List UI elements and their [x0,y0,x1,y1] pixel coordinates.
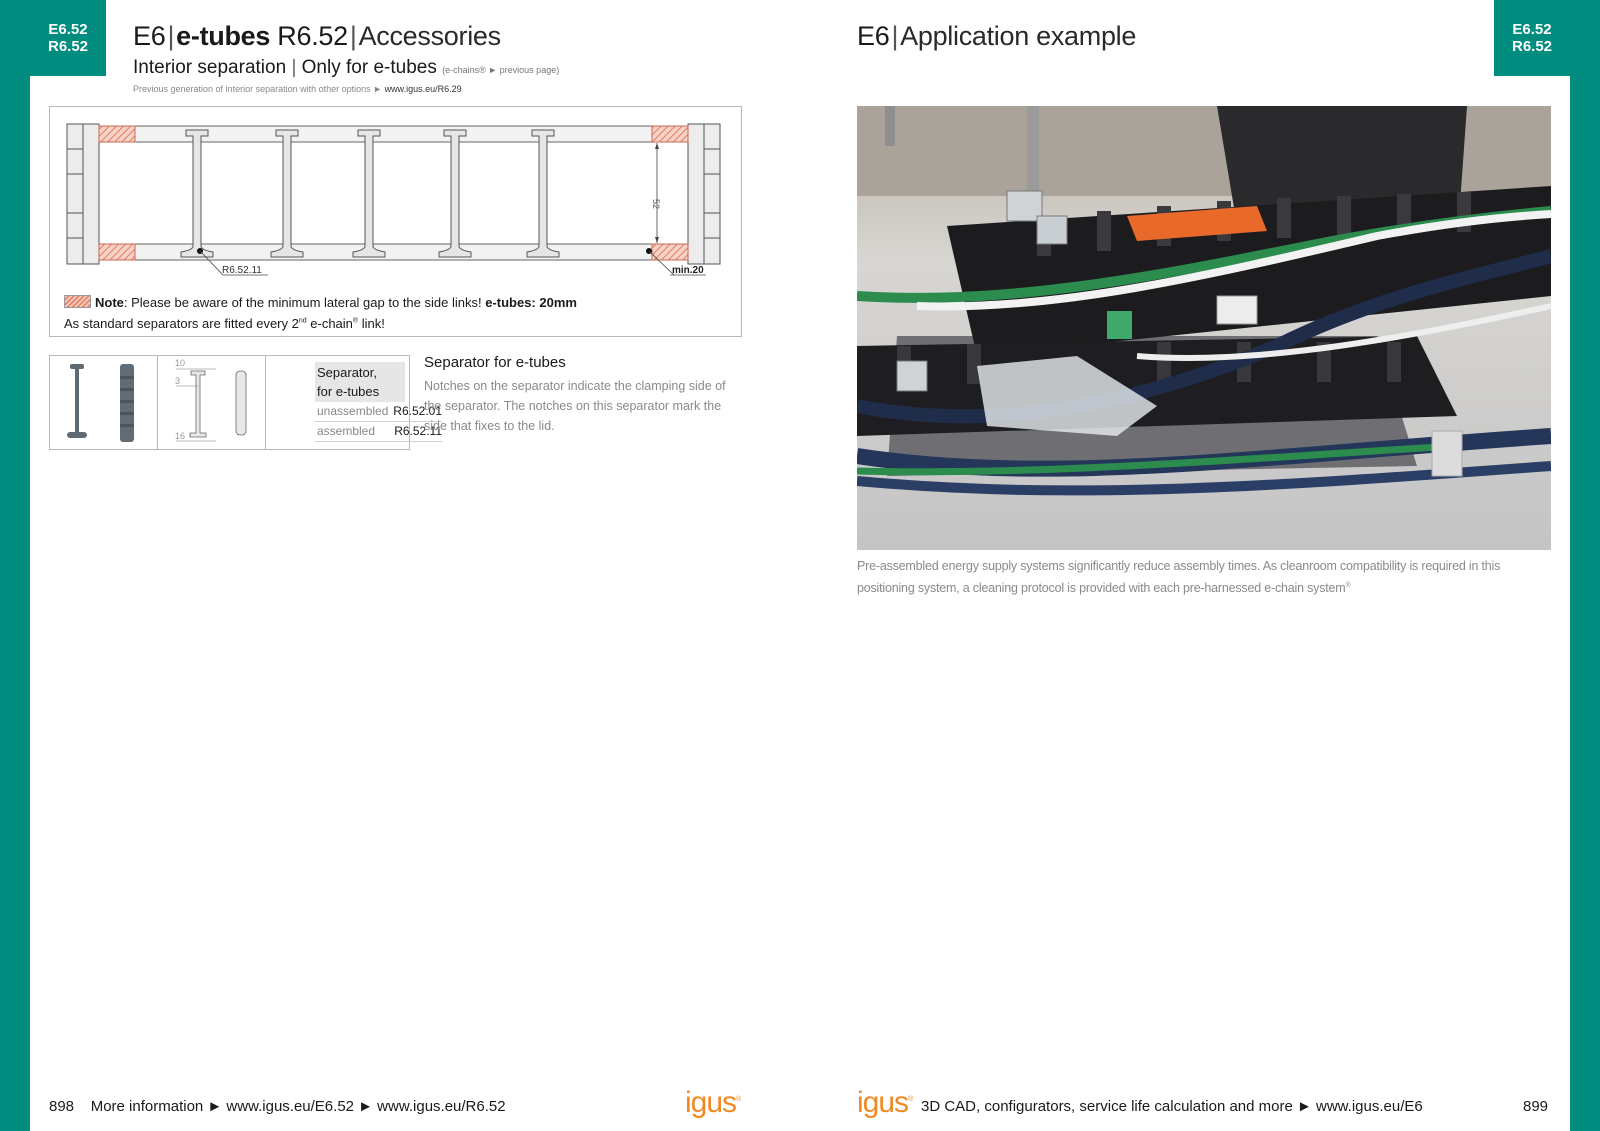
standard-sup: nd [298,317,307,325]
separator-drawing-cell: 10 3 16 [158,356,266,449]
photo-caption: Pre-assembled energy supply systems sign… [857,556,1557,598]
previous-generation-text: Previous generation of interior separati… [133,84,383,94]
dim-3: 3 [175,376,180,386]
header-line-2: for e-tubes [317,384,380,399]
caption-reg: ® [1345,582,1351,589]
page-number-left: 898 [49,1098,75,1115]
tab-code-e: E6.52 [48,21,88,38]
separator-dimension-drawing: 10 3 16 [175,358,247,442]
note-text: : Please be aware of the minimum lateral… [123,295,486,310]
hatch-swatch-icon [64,295,91,308]
separation-drawing: R6.52.11 min.20 52 [66,123,721,276]
part-label: R6.52.11 [222,265,262,276]
subtitle-separator: | [291,57,297,78]
min-gap-label: min.20 [672,265,704,276]
table-row: unassembled R6.52.01 [315,402,442,422]
caption-text: Pre-assembled energy supply systems sign… [857,559,1501,596]
min-gap-note: Note: Please be aware of the minimum lat… [64,295,577,310]
title-product: e-tubes [176,21,271,51]
separator-5 [526,129,560,258]
left-footer: 898 More information ► www.igus.eu/E6.52… [49,1098,506,1115]
more-info-links[interactable]: More information ► www.igus.eu/E6.52 ► w… [90,1098,506,1115]
left-subtitle: Interior separation | Only for e-tubes (… [133,57,559,79]
title-separator: | [891,21,899,51]
dim-16: 16 [175,431,185,441]
standard-fitting-note: As standard separators are fitted every … [64,316,385,331]
title-separator: | [349,21,357,51]
left-color-band [0,0,30,1131]
separator-1 [180,129,214,258]
title-separator: | [167,21,175,51]
left-chapter-tab[interactable]: E6.52 R6.52 [30,0,106,76]
title-series: E6 [857,21,890,51]
min-gap-zone [651,125,689,143]
separator-photo-icon [67,364,134,442]
separator-table: 10 3 16 Separator, for e-tubes unassembl… [49,355,442,450]
row-label: assembled [317,424,376,438]
min-gap-zone [651,243,689,261]
right-chapter-tab[interactable]: E6.52 R6.52 [1494,0,1570,76]
title-product-code: R6.52 [277,21,348,51]
previous-generation-link[interactable]: www.igus.eu/R6.29 [384,84,462,94]
row-code: R6.52.11 [394,424,442,438]
height-dimension: 52 [651,199,661,209]
table-row: assembled R6.52.11 [315,422,442,442]
application-photo [857,106,1551,550]
min-gap-zone [98,243,136,261]
note-bold: e-tubes: 20mm [485,295,577,310]
note-label: Note [95,295,124,310]
standard-prefix: As standard separators are fitted every … [64,316,299,331]
min-gap-zone [98,125,136,143]
igus-logo-right: igus® [857,1086,913,1119]
tab-code-r: R6.52 [47,38,89,55]
standard-mid: e-chain [306,316,353,331]
separator-description: Notches on the separator indicate the cl… [424,379,726,433]
title-section: Application example [900,21,1137,51]
separator-info-cell: Separator, for e-tubes unassembled R6.52… [315,362,442,442]
standard-suffix: link! [358,316,385,331]
row-label: unassembled [317,404,389,418]
separator-title: Separator for e-tubes [424,354,566,371]
interior-separation-diagram: R6.52.11 min.20 52 [49,106,742,337]
application-photo-image [857,106,1551,550]
row-code: R6.52.01 [393,404,442,418]
subtitle-note[interactable]: (e-chains® ► previous page) [442,65,560,75]
standard-reg: ® [352,317,359,325]
dim-10: 10 [175,358,185,368]
tab-code-e: E6.52 [1512,21,1552,38]
right-footer-links[interactable]: 3D CAD, configurators, service life calc… [921,1098,1423,1115]
subtitle-scope: Only for e-tubes [301,57,437,78]
separator-3 [352,129,386,258]
left-page-title: E6|e-tubes R6.52|Accessories [133,20,501,52]
separator-header: Separator, for e-tubes [315,362,405,402]
separator-image-cell [50,356,158,449]
page-number-right: 899 [1523,1098,1549,1115]
header-line-1: Separator, [317,365,377,380]
right-page-title: E6|Application example [857,20,1136,52]
title-section: Accessories [358,21,502,51]
tab-code-r: R6.52 [1511,38,1553,55]
separator-4 [438,129,472,258]
subtitle-topic: Interior separation [133,57,287,78]
right-color-band [1570,0,1600,1131]
igus-logo-left: igus® [685,1086,741,1119]
title-series: E6 [133,21,166,51]
previous-generation-note: Previous generation of interior separati… [133,84,462,94]
separator-2 [270,129,304,258]
